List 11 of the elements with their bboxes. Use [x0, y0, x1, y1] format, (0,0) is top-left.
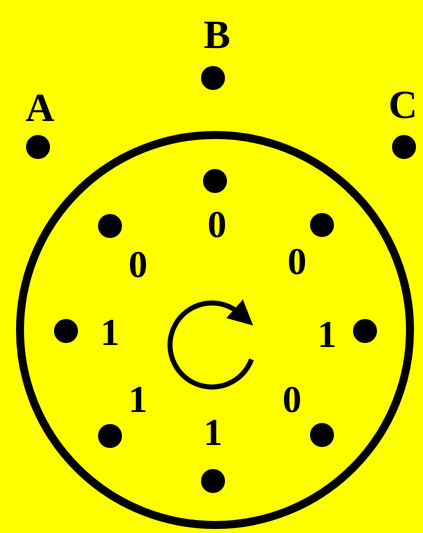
- code-digit: 0: [282, 381, 302, 419]
- code-digit: 1: [128, 381, 148, 419]
- terminal-letter: C: [388, 85, 418, 125]
- terminal-letter: A: [26, 88, 54, 128]
- code-digit: 1: [318, 316, 336, 354]
- code-digit: 0: [208, 206, 226, 244]
- code-digit: 1: [204, 414, 222, 452]
- terminal-letter: B: [204, 15, 230, 55]
- code-digit: 0: [288, 243, 306, 281]
- code-digit: 0: [128, 246, 148, 284]
- code-digit: 1: [100, 314, 120, 352]
